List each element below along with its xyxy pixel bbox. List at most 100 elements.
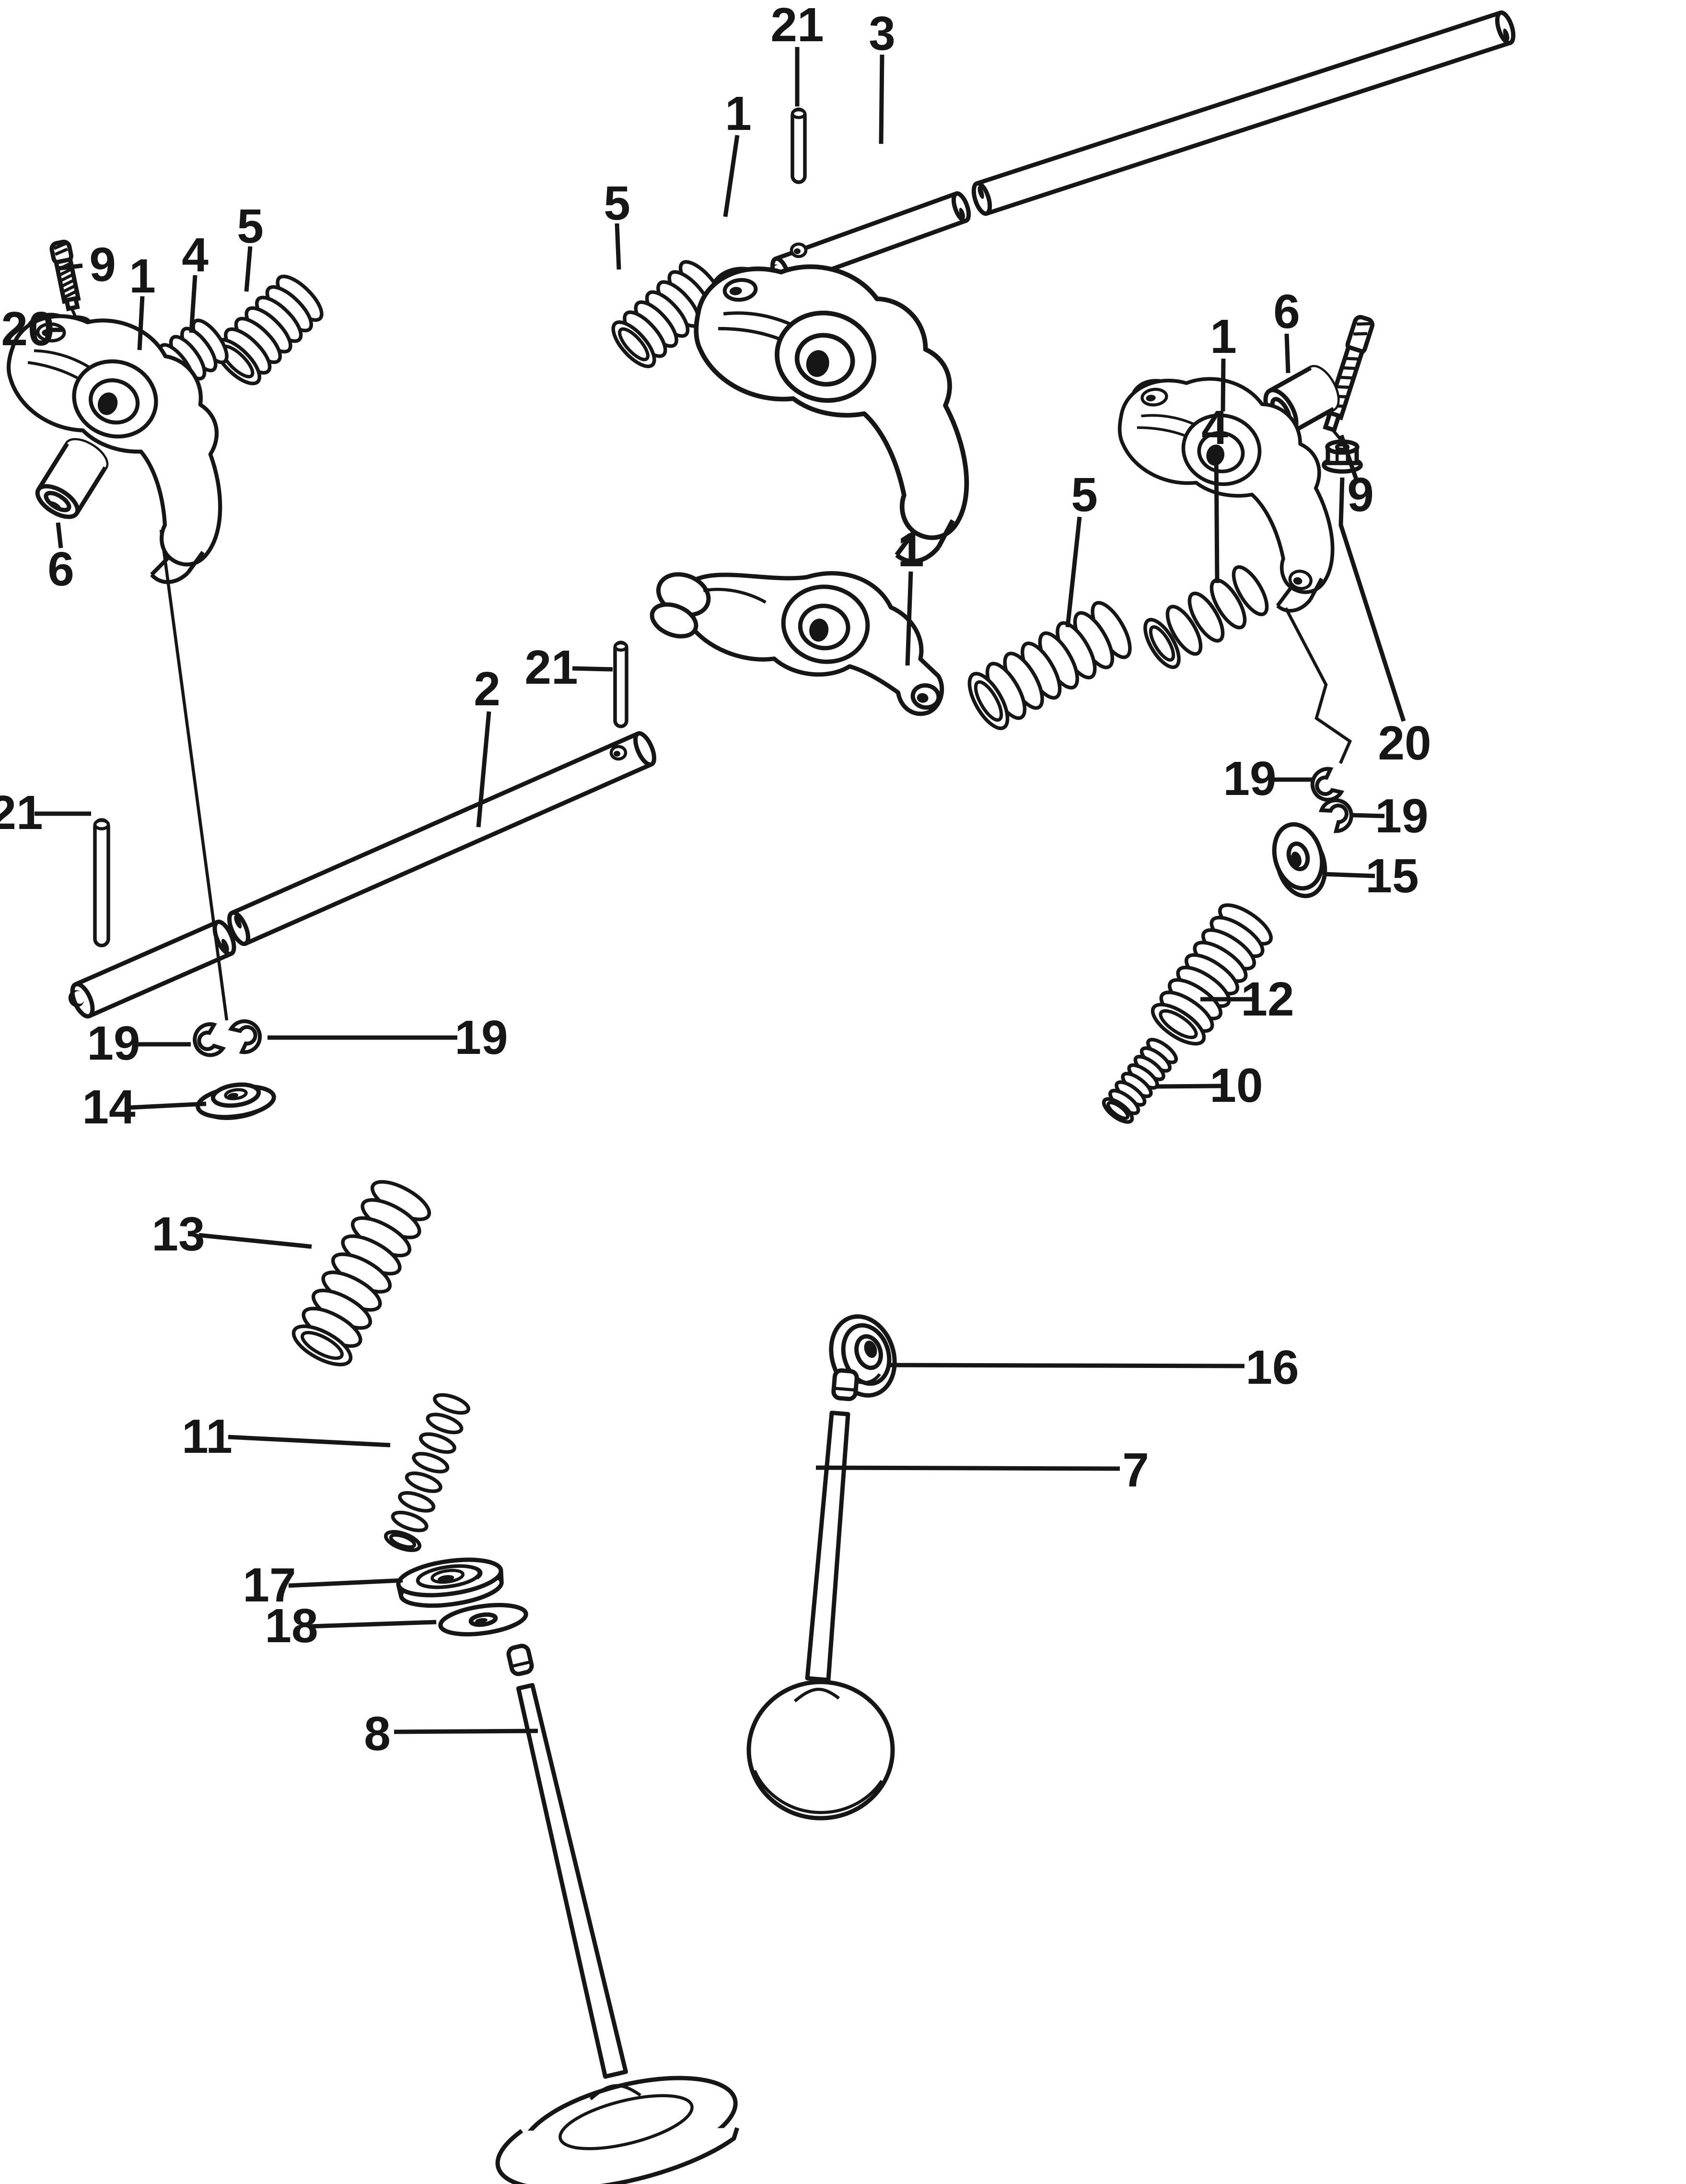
leader-line xyxy=(228,1435,391,1448)
part-label-21: 21 xyxy=(524,641,613,694)
dowel-pin-top xyxy=(791,107,807,184)
part-number-text: 16 xyxy=(1245,1341,1299,1394)
leader-line xyxy=(905,571,913,666)
valve-spring-inner-left xyxy=(384,1393,470,1552)
rocker-shaft-2-rear-segment xyxy=(68,919,236,1019)
part-label-21: 21 xyxy=(770,0,824,106)
part-label-1: 1 xyxy=(129,249,156,350)
part-label-9: 9 xyxy=(1339,434,1374,522)
part-label-20: 20 xyxy=(1338,477,1431,770)
part-number-text: 15 xyxy=(1365,849,1419,903)
part-number-text: 1 xyxy=(129,249,156,303)
leader-line xyxy=(189,275,198,333)
part-number-text: 10 xyxy=(1209,1059,1263,1112)
lock-nut-right xyxy=(1322,439,1363,474)
part-label-21: 21 xyxy=(0,786,91,840)
part-label-12: 12 xyxy=(1200,972,1294,1026)
valve-cotter-left-b xyxy=(228,1019,262,1054)
leader-line xyxy=(57,263,83,271)
part-number-text: 17 xyxy=(243,1558,296,1612)
part-number-text: 7 xyxy=(1122,1443,1149,1497)
part-label-6: 6 xyxy=(47,522,74,596)
part-number-text: 12 xyxy=(1241,972,1294,1026)
part-label-13: 13 xyxy=(151,1207,312,1261)
leader-line xyxy=(198,1233,312,1249)
valve-spring-retainer-left xyxy=(196,1082,276,1120)
part-label-5: 5 xyxy=(604,176,630,270)
tappet-adjusting-screw-left xyxy=(49,239,81,312)
part-number-text: 19 xyxy=(1375,789,1428,843)
rocker-spring-outer-row2 xyxy=(967,601,1132,730)
part-label-17: 17 xyxy=(243,1558,403,1612)
rocker-arm-bushing-left xyxy=(35,438,109,519)
part-label-19: 19 xyxy=(267,1011,508,1064)
leader-line xyxy=(723,135,740,217)
leader-line xyxy=(1214,448,1220,584)
leader-line xyxy=(56,522,63,549)
rocker-arm-middle-left xyxy=(650,571,944,716)
part-number-text: 5 xyxy=(1071,468,1098,522)
part-label-16: 16 xyxy=(888,1341,1299,1394)
part-number-text: 19 xyxy=(87,1016,140,1070)
part-label-9: 9 xyxy=(57,238,116,292)
part-label-8: 8 xyxy=(364,1707,538,1761)
part-label-2: 2 xyxy=(474,662,500,828)
valve-seal-washer-left xyxy=(438,1603,528,1636)
leader-line xyxy=(476,711,491,828)
part-number-text: 21 xyxy=(0,786,43,840)
dowel-pin-left xyxy=(93,818,110,947)
leader-line xyxy=(615,223,621,270)
leader-line xyxy=(244,246,253,292)
valve-spring-outer-left xyxy=(291,1180,431,1366)
part-label-11: 11 xyxy=(182,1410,391,1463)
rocker-spring-outer-top-left xyxy=(213,274,324,385)
part-number-text: 20 xyxy=(1,302,54,356)
part-number-text: 4 xyxy=(182,228,209,282)
leader-line xyxy=(310,1620,437,1629)
leader-line xyxy=(1339,434,1360,484)
part-number-text: 14 xyxy=(82,1080,136,1134)
valve-spring-inner-right xyxy=(1102,1038,1178,1124)
part-number-text: 2 xyxy=(474,662,500,716)
part-label-18: 18 xyxy=(265,1599,437,1653)
leader-line xyxy=(879,54,884,144)
part-number-text: 19 xyxy=(454,1011,508,1064)
part-label-19: 19 xyxy=(1223,752,1313,806)
leader-line xyxy=(815,1465,1120,1471)
part-label-15: 15 xyxy=(1324,849,1419,903)
assembly-line-left xyxy=(159,529,229,1021)
dowel-pin-middle xyxy=(613,641,628,728)
leader-line xyxy=(1284,333,1291,374)
part-number-text: 13 xyxy=(151,1207,205,1261)
tappet-adjusting-screw-right xyxy=(1323,315,1375,433)
part-number-text: 19 xyxy=(1223,752,1276,806)
leader-line xyxy=(1065,516,1082,628)
part-label-10: 10 xyxy=(1155,1059,1263,1112)
part-number-text: 6 xyxy=(1273,285,1300,339)
leader-line xyxy=(1324,872,1375,878)
leader-line xyxy=(1350,813,1385,818)
part-label-3: 3 xyxy=(869,7,895,144)
part-number-text: 5 xyxy=(237,199,264,253)
leader-line xyxy=(288,1578,403,1588)
rocker-arm-top-middle xyxy=(694,264,969,564)
part-label-1: 1 xyxy=(897,523,924,666)
valve-cotter-right-b xyxy=(1318,798,1353,833)
part-number-text: 3 xyxy=(869,7,895,60)
part-label-20: 20 xyxy=(1,302,62,356)
part-label-5: 5 xyxy=(1065,468,1098,628)
valve-spring-seat-left xyxy=(396,1557,504,1608)
part-label-1: 1 xyxy=(723,87,752,217)
rocker-shaft-2-front-segment xyxy=(227,731,657,946)
intake-valve xyxy=(746,1368,895,1821)
rocker-spring-inner-row2 xyxy=(1143,565,1269,669)
rocker-shaft-3-rear-segment xyxy=(971,10,1516,216)
part-number-text: 11 xyxy=(182,1410,233,1463)
part-number-text: 20 xyxy=(1378,716,1431,770)
part-number-text: 18 xyxy=(265,1599,318,1653)
part-number-text: 5 xyxy=(604,176,630,230)
part-label-19: 19 xyxy=(87,1016,191,1070)
leader-line xyxy=(137,296,145,350)
